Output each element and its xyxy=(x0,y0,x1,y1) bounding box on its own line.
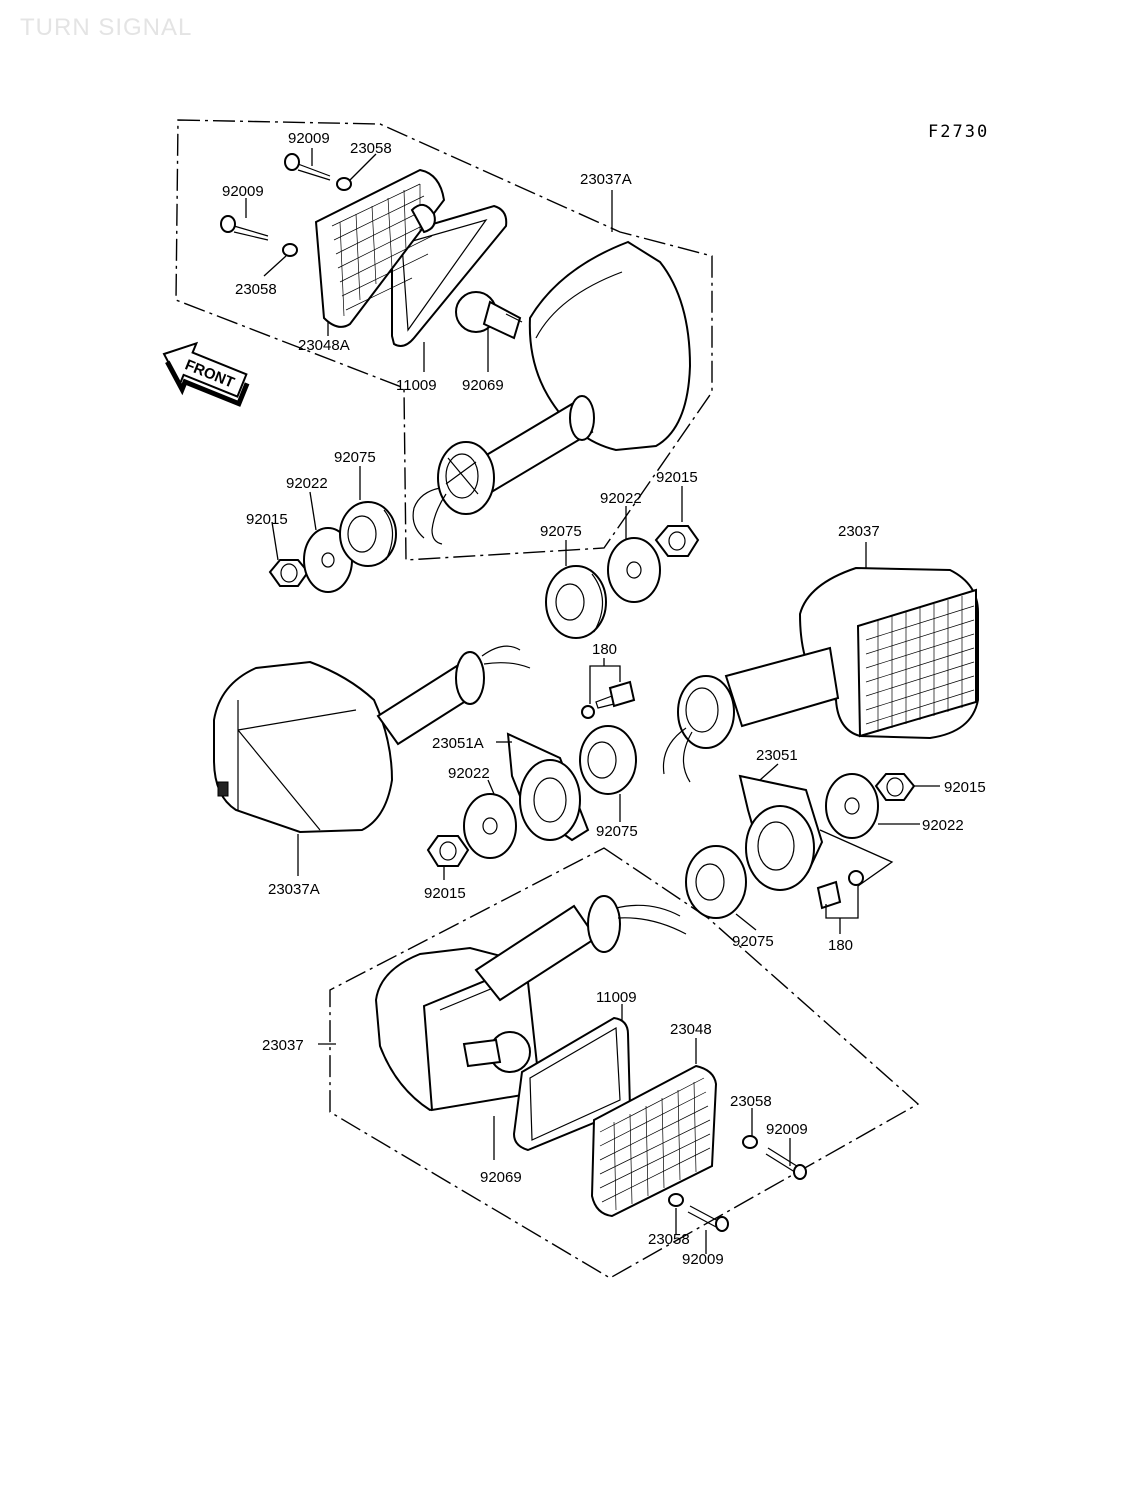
bracket-23051 xyxy=(738,774,824,891)
label-23058: 23058 xyxy=(730,1093,772,1110)
figure-code: F2730 xyxy=(928,122,990,142)
label-23048A: 23048A xyxy=(298,337,350,354)
label-92015: 92015 xyxy=(424,885,466,902)
lens-23048 xyxy=(590,1064,718,1218)
label-92015: 92015 xyxy=(246,511,288,528)
label-92015: 92015 xyxy=(656,469,698,486)
bolt-180-b xyxy=(816,870,864,910)
label-92009: 92009 xyxy=(682,1251,724,1268)
watermark-title: TURN SIGNAL xyxy=(20,14,193,41)
label-23037: 23037 xyxy=(838,523,880,540)
leader-lines xyxy=(245,148,940,1254)
label-180: 180 xyxy=(828,937,853,954)
label-180: 180 xyxy=(592,641,617,658)
label-92069: 92069 xyxy=(480,1169,522,1186)
nut-92015-d xyxy=(874,773,916,801)
grommet-92075-b xyxy=(545,565,607,639)
nut-92015-b xyxy=(654,525,700,557)
label-23037: 23037 xyxy=(262,1037,304,1054)
label-92075: 92075 xyxy=(334,449,376,466)
part-number-labels: 92009 23058 92009 23058 23048A 11009 920… xyxy=(222,130,986,1268)
washer-92022-d xyxy=(825,773,879,839)
label-92069: 92069 xyxy=(462,377,504,394)
screw-92009-bottom-b xyxy=(687,1205,729,1232)
washer-92022-c xyxy=(463,793,517,859)
right-turn-signal-23037 xyxy=(662,566,979,783)
label-23051: 23051 xyxy=(756,747,798,764)
label-23051A: 23051A xyxy=(432,735,484,752)
nut-92015-a xyxy=(268,559,310,587)
washer-23058-top-a xyxy=(336,177,352,191)
front-left-turn-signal-body xyxy=(412,240,692,545)
bracket-23051A xyxy=(506,732,590,842)
label-23058: 23058 xyxy=(235,281,277,298)
label-11009: 11009 xyxy=(396,377,437,394)
label-23037A: 23037A xyxy=(268,881,320,898)
label-92022: 92022 xyxy=(922,817,964,834)
washer-23058-bottom-a xyxy=(742,1135,758,1149)
grommet-92075-a xyxy=(339,501,397,567)
rear-right-turn-signal xyxy=(374,895,687,1112)
label-92009: 92009 xyxy=(288,130,330,147)
washer-92022-b xyxy=(607,537,661,603)
label-92022: 92022 xyxy=(448,765,490,782)
washer-23058-bottom-b xyxy=(668,1193,684,1207)
screw-92009-bottom-a xyxy=(765,1147,807,1180)
label-23058: 23058 xyxy=(648,1231,690,1248)
grommet-92075-c xyxy=(579,725,637,795)
bulb-92069-bottom xyxy=(462,1031,531,1073)
screw-92009-top-a xyxy=(284,153,331,181)
lens-23048A xyxy=(314,168,446,328)
label-92009: 92009 xyxy=(766,1121,808,1138)
nut-92015-c xyxy=(426,835,470,867)
bolt-180-a xyxy=(581,680,636,719)
label-23037A: 23037A xyxy=(580,171,632,188)
label-92075: 92075 xyxy=(540,523,582,540)
screw-92009-top-b xyxy=(220,215,269,241)
label-23048: 23048 xyxy=(670,1021,712,1038)
label-92009: 92009 xyxy=(222,183,264,200)
bulb-92069-top xyxy=(455,291,523,340)
group-outline-rear-right xyxy=(329,847,920,1279)
label-92022: 92022 xyxy=(286,475,328,492)
label-92022: 92022 xyxy=(600,490,642,507)
left-turn-signal-23037A xyxy=(213,645,531,834)
grommet-92075-d xyxy=(685,845,747,919)
group-outline-front-left xyxy=(175,119,713,561)
label-92075: 92075 xyxy=(732,933,774,950)
label-92075: 92075 xyxy=(596,823,638,840)
gasket-11009-top xyxy=(391,204,508,347)
label-92015: 92015 xyxy=(944,779,986,796)
front-direction-badge: FRONT xyxy=(162,341,250,407)
washer-23058-top-b xyxy=(282,243,298,257)
label-23058: 23058 xyxy=(350,140,392,157)
label-11009: 11009 xyxy=(596,989,637,1006)
